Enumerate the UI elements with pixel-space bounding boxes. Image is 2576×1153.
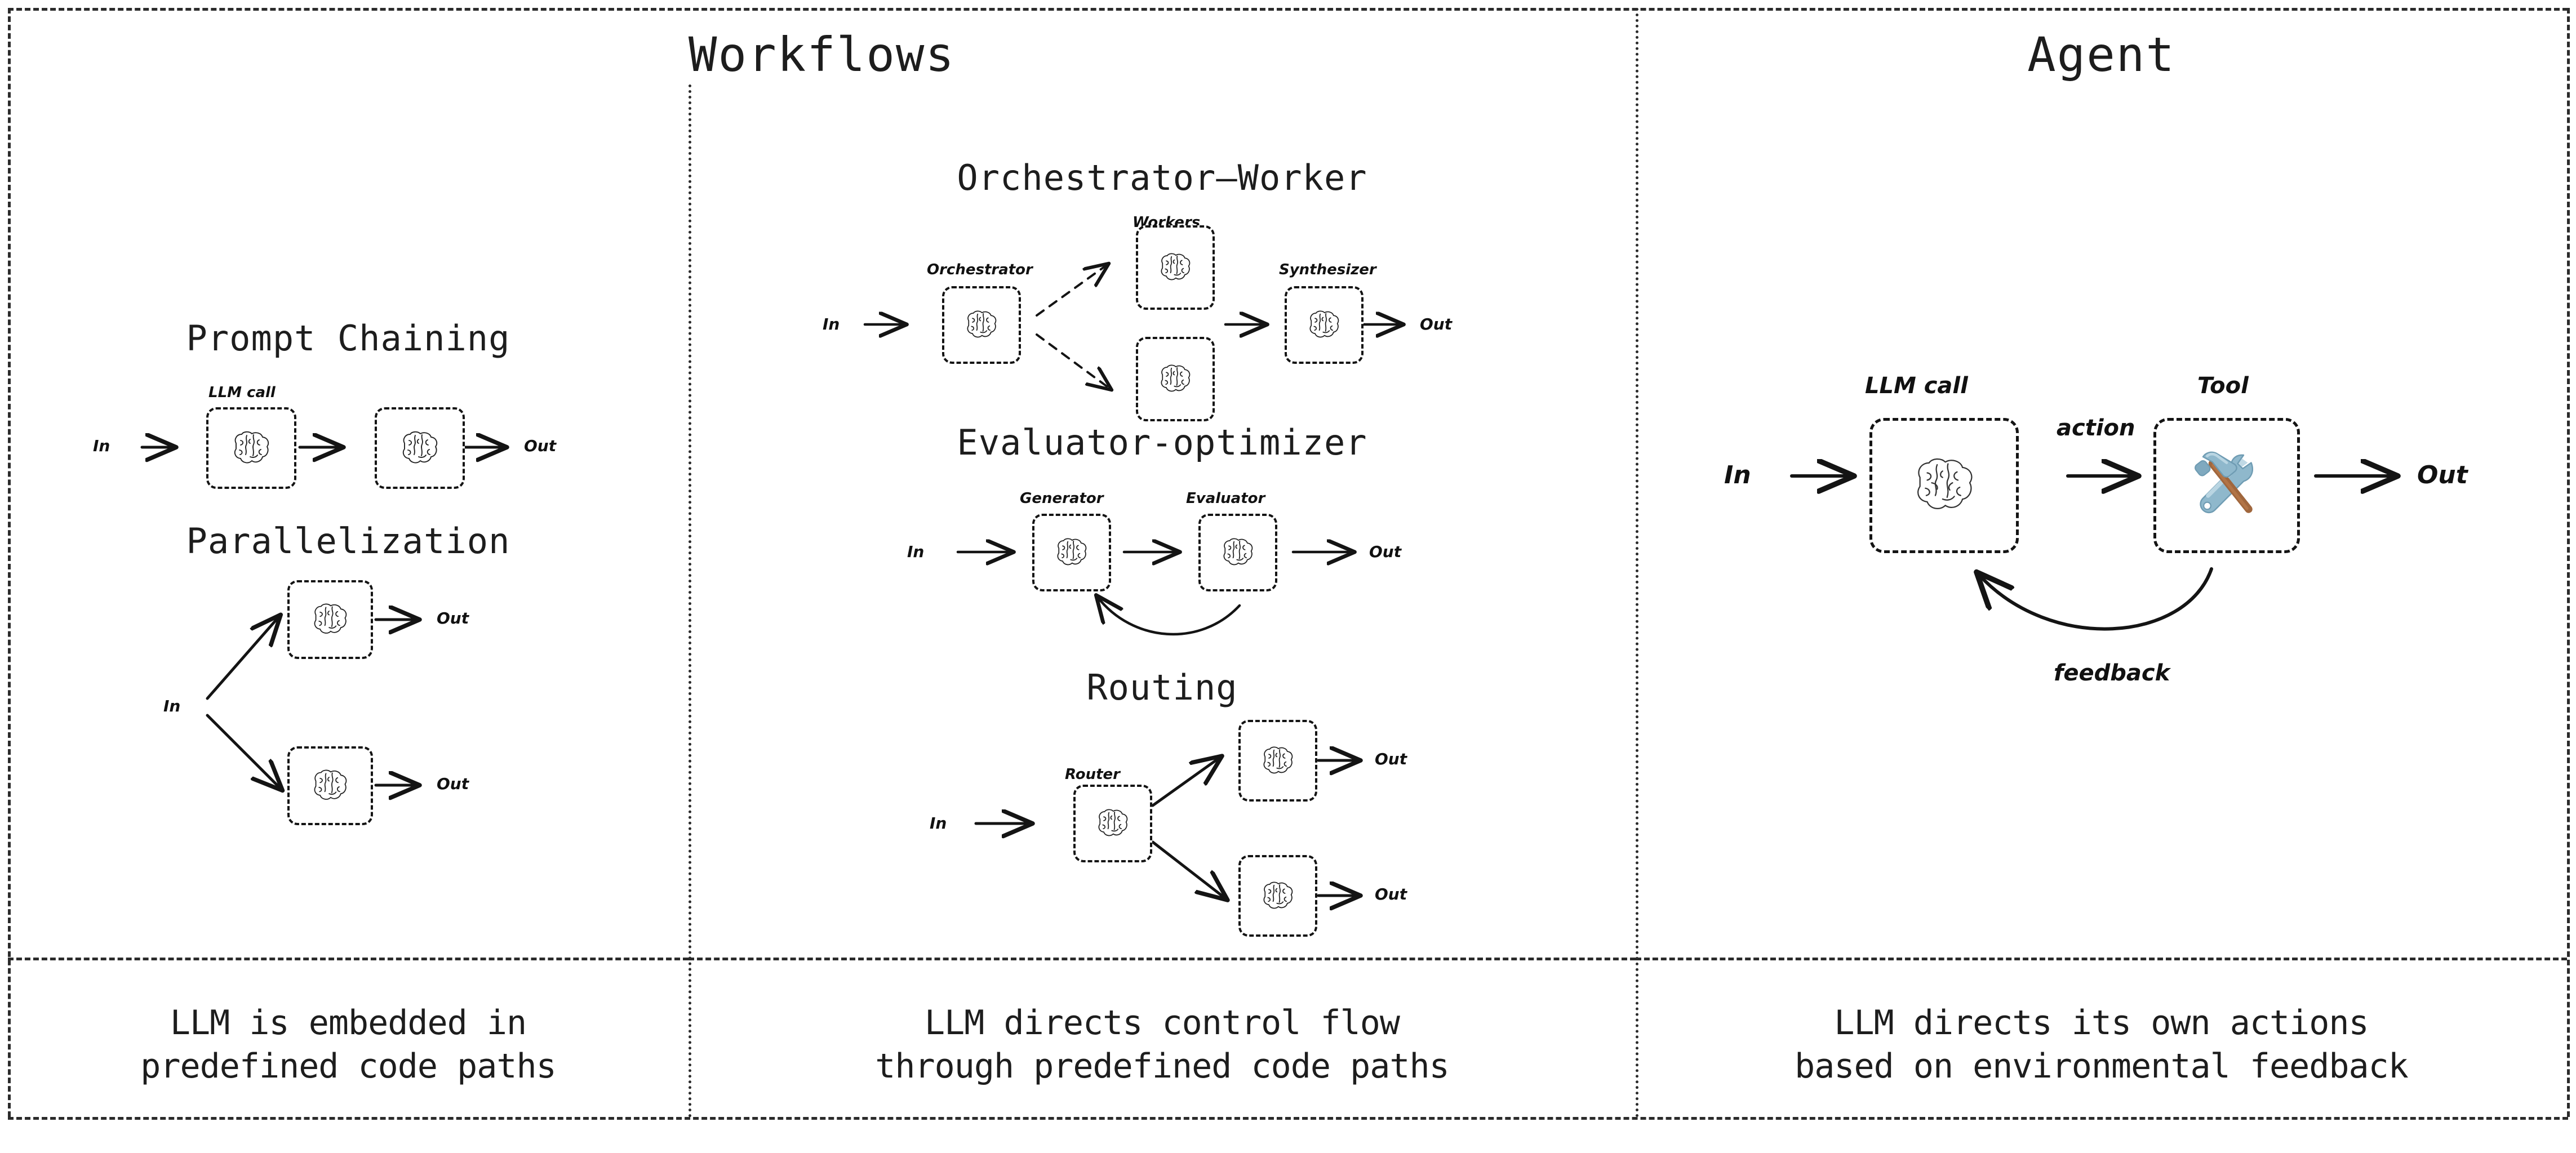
frame-right-border: [2567, 8, 2570, 1117]
label-feedback: feedback: [2054, 660, 2170, 686]
label-out-evaluator-optimizer: Out: [1369, 542, 1402, 561]
brain-icon: [314, 603, 347, 634]
brain-icon: [314, 769, 347, 800]
label-in-routing: In: [930, 814, 947, 833]
node-evaluator[interactable]: [1198, 514, 1277, 591]
section-title-evaluator-optimizer: Evaluator-optimizer: [957, 422, 1367, 463]
section-title-routing: Routing: [1086, 667, 1238, 708]
frame-left-border: [8, 8, 11, 1117]
label-out-prompt-chaining: Out: [524, 437, 557, 455]
label-out-routing-top: Out: [1375, 750, 1407, 768]
brain-icon: [1098, 809, 1128, 836]
label-in-agent: In: [1724, 461, 1751, 489]
frame-bottom-border: [8, 1117, 2568, 1120]
section-title-orchestrator-worker: Orchestrator–Worker: [957, 157, 1367, 198]
node-agent-tool[interactable]: [2153, 418, 2300, 553]
label-action: action: [2057, 415, 2135, 441]
brain-icon: [234, 431, 269, 463]
divider-workflows-inner: [689, 84, 691, 1118]
node-parallel-branch-bottom[interactable]: [287, 746, 373, 825]
brain-icon: [1057, 538, 1087, 566]
hammer-and-wrench-icon: [2195, 451, 2254, 514]
node-route-target-bottom[interactable]: [1238, 855, 1317, 937]
divider-workflows-agent: [1636, 8, 1638, 1118]
column-title-workflows: Workflows: [688, 27, 956, 82]
brain-icon: [1161, 364, 1191, 392]
node-generator[interactable]: [1032, 514, 1111, 591]
label-out-routing-bottom: Out: [1375, 885, 1407, 903]
label-router: Router: [1065, 766, 1120, 783]
label-out-agent: Out: [2417, 461, 2468, 489]
section-title-prompt-chaining: Prompt Chaining: [186, 318, 510, 359]
brain-icon: [967, 310, 997, 338]
label-synthesizer: Synthesizer: [1279, 261, 1376, 278]
label-generator: Generator: [1020, 490, 1104, 507]
brain-icon: [1917, 458, 1972, 510]
divider-caption-left: [8, 958, 689, 960]
section-title-parallelization: Parallelization: [186, 520, 510, 562]
label-llm-call-agent: LLM call: [1865, 373, 1968, 399]
label-out-parallelization-bottom: Out: [437, 774, 469, 793]
node-llm-call-2[interactable]: [375, 407, 465, 489]
node-llm-call-1[interactable]: [206, 407, 296, 489]
label-in-orchestrator-worker: In: [823, 315, 840, 333]
label-llm-call-prompt-chaining: LLM call: [208, 384, 276, 401]
label-orchestrator: Orchestrator: [927, 261, 1033, 278]
label-in-prompt-chaining: In: [93, 437, 110, 455]
label-out-orchestrator-worker: Out: [1420, 315, 1453, 333]
brain-icon: [1161, 253, 1191, 281]
frame-top-border: [8, 8, 2568, 11]
node-synthesizer[interactable]: [1285, 286, 1363, 364]
divider-caption-middle: [689, 958, 1636, 960]
label-in-parallelization: In: [163, 697, 181, 715]
brain-icon: [402, 431, 438, 463]
label-tool: Tool: [2197, 373, 2249, 399]
label-evaluator: Evaluator: [1186, 490, 1265, 507]
brain-icon: [1223, 538, 1253, 566]
node-parallel-branch-top[interactable]: [287, 580, 373, 659]
brain-icon: [1263, 746, 1293, 773]
label-out-parallelization-top: Out: [437, 609, 469, 627]
node-orchestrator[interactable]: [942, 286, 1021, 364]
node-worker-top[interactable]: [1136, 225, 1215, 310]
column-title-agent: Agent: [2027, 27, 2175, 82]
divider-caption-right: [1636, 958, 2567, 960]
node-router[interactable]: [1073, 785, 1152, 862]
brain-icon: [1309, 310, 1339, 338]
node-route-target-top[interactable]: [1238, 720, 1317, 802]
node-worker-bottom[interactable]: [1136, 337, 1215, 421]
brain-icon: [1263, 881, 1293, 909]
label-in-evaluator-optimizer: In: [907, 542, 925, 561]
node-agent-llm-call[interactable]: [1869, 418, 2019, 553]
